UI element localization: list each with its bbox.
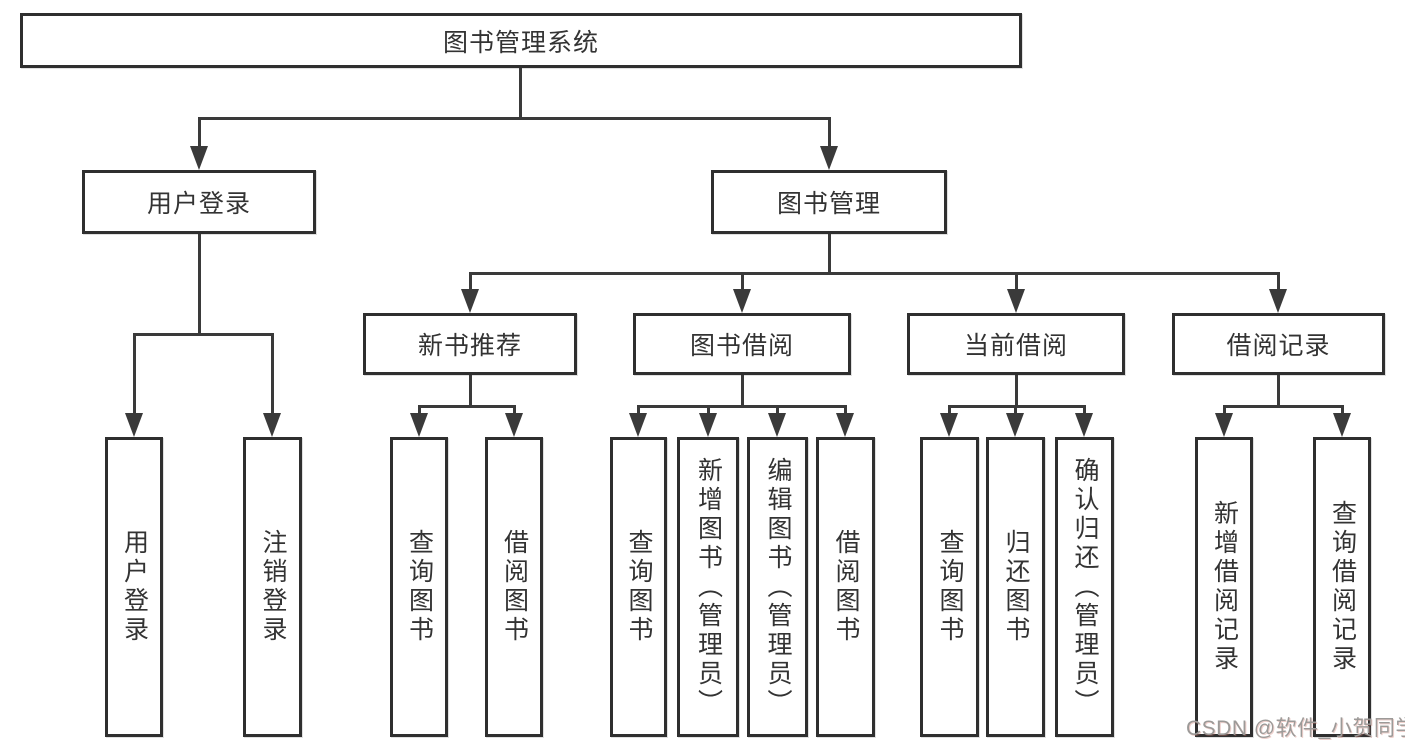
connector-segment bbox=[1014, 405, 1017, 415]
node-add-borrow-record: 新增借阅记录 bbox=[1195, 437, 1253, 737]
arrowhead-down-icon bbox=[1215, 413, 1233, 437]
connector-segment bbox=[637, 405, 847, 408]
arrowhead-down-icon bbox=[940, 413, 958, 437]
node-new-book-recommendation: 新书推荐 bbox=[363, 313, 577, 375]
watermark-text: CSDN @软件_小贺同学 bbox=[1186, 717, 1405, 740]
node-query-books-current: 查询图书 bbox=[920, 437, 979, 737]
arrowhead-down-icon bbox=[1006, 413, 1024, 437]
node-edit-books-admin: 编辑图书（管理员） bbox=[747, 437, 808, 737]
arrowhead-down-icon bbox=[733, 289, 751, 313]
node-query-books-borrowing: 查询图书 bbox=[610, 437, 667, 737]
node-label: 用户登录 bbox=[120, 529, 149, 645]
connector-segment bbox=[469, 272, 1280, 275]
connector-segment bbox=[271, 333, 274, 413]
node-label: 借阅记录 bbox=[1226, 332, 1331, 360]
arrowhead-down-icon bbox=[1269, 289, 1287, 313]
connector-segment bbox=[637, 405, 640, 415]
node-add-books-admin: 新增图书（管理员） bbox=[677, 437, 739, 737]
node-query-borrow-record: 查询借阅记录 bbox=[1313, 437, 1371, 737]
connector-segment bbox=[1277, 272, 1280, 291]
node-label: 借阅图书 bbox=[500, 529, 529, 645]
node-label: 借阅图书 bbox=[832, 529, 860, 645]
node-label: 查询图书 bbox=[625, 529, 653, 645]
arrowhead-down-icon bbox=[699, 413, 717, 437]
node-book-management: 图书管理 bbox=[711, 170, 947, 234]
node-borrowing-records: 借阅记录 bbox=[1172, 313, 1385, 375]
node-label: 图书借阅 bbox=[689, 332, 794, 360]
node-user-login-leaf: 用户登录 bbox=[105, 437, 163, 737]
arrowhead-down-icon bbox=[1007, 289, 1025, 313]
connector-segment bbox=[198, 234, 201, 334]
connector-segment bbox=[418, 405, 421, 415]
connector-segment bbox=[707, 405, 710, 415]
arrowhead-down-icon bbox=[1333, 413, 1351, 437]
connector-segment bbox=[948, 405, 951, 415]
connector-segment bbox=[828, 117, 831, 150]
arrowhead-down-icon bbox=[820, 146, 838, 170]
arrowhead-down-icon bbox=[836, 413, 854, 437]
node-current-borrowing: 当前借阅 bbox=[907, 313, 1125, 375]
node-book-borrowing: 图书借阅 bbox=[633, 313, 851, 375]
node-borrow-books: 借阅图书 bbox=[816, 437, 875, 737]
node-library-system: 图书管理系统 bbox=[20, 13, 1022, 68]
connector-segment bbox=[1015, 375, 1018, 407]
connector-segment bbox=[469, 375, 472, 407]
arrowhead-down-icon bbox=[1075, 413, 1093, 437]
node-label: 归还图书 bbox=[1002, 529, 1030, 645]
node-label: 新增借阅记录 bbox=[1210, 500, 1239, 674]
node-label: 图书管理 bbox=[776, 190, 881, 218]
connector-segment bbox=[519, 68, 522, 118]
node-label: 查询图书 bbox=[405, 529, 434, 645]
arrowhead-down-icon bbox=[505, 413, 523, 437]
connector-segment bbox=[469, 272, 472, 291]
connector-segment bbox=[1341, 405, 1344, 415]
connector-segment bbox=[741, 272, 744, 291]
connector-segment bbox=[198, 117, 201, 150]
node-label: 查询借阅记录 bbox=[1328, 500, 1357, 674]
node-confirm-return-admin: 确认归还（管理员） bbox=[1055, 437, 1114, 737]
node-logout: 注销登录 bbox=[243, 437, 302, 737]
node-query-books-recommend: 查询图书 bbox=[390, 437, 448, 737]
arrowhead-down-icon bbox=[125, 413, 143, 437]
arrowhead-down-icon bbox=[461, 289, 479, 313]
connector-segment bbox=[418, 405, 516, 408]
node-label: 编辑图书（管理员） bbox=[764, 456, 792, 718]
connector-segment bbox=[1083, 405, 1086, 415]
connector-segment bbox=[133, 333, 136, 413]
connector-segment bbox=[741, 375, 744, 407]
arrowhead-down-icon bbox=[768, 413, 786, 437]
arrowhead-down-icon bbox=[263, 413, 281, 437]
connector-segment bbox=[133, 333, 274, 336]
arrowhead-down-icon bbox=[629, 413, 647, 437]
node-borrow-books-recommend: 借阅图书 bbox=[485, 437, 543, 737]
connector-segment bbox=[513, 405, 516, 415]
node-label: 新增图书（管理员） bbox=[694, 456, 723, 718]
connector-segment bbox=[1223, 405, 1226, 415]
node-return-books: 归还图书 bbox=[986, 437, 1045, 737]
node-user-login: 用户登录 bbox=[82, 170, 316, 234]
connector-segment bbox=[776, 405, 779, 415]
connector-segment bbox=[198, 117, 831, 120]
connector-segment bbox=[1277, 375, 1280, 407]
node-label: 注销登录 bbox=[259, 529, 287, 645]
node-label: 当前借阅 bbox=[963, 332, 1068, 360]
node-label: 确认归还（管理员） bbox=[1071, 456, 1099, 718]
arrowhead-down-icon bbox=[190, 146, 208, 170]
connector-segment bbox=[828, 234, 831, 274]
arrowhead-down-icon bbox=[410, 413, 428, 437]
connector-segment bbox=[1223, 405, 1344, 408]
node-label: 查询图书 bbox=[936, 529, 964, 645]
node-label: 用户登录 bbox=[146, 190, 251, 218]
node-label: 新书推荐 bbox=[417, 332, 522, 360]
connector-segment bbox=[948, 405, 1086, 408]
connector-segment bbox=[844, 405, 847, 415]
connector-segment bbox=[1015, 272, 1018, 291]
node-label: 图书管理系统 bbox=[442, 28, 599, 57]
